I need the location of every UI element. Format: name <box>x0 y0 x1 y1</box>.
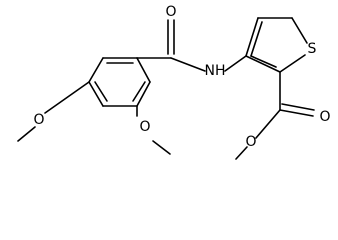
ester-group <box>235 71 315 160</box>
bond-ar-para-o <box>44 81 90 114</box>
bond-th-1 <box>245 17 259 57</box>
bond-carbonyl-nh <box>170 57 206 72</box>
thiophene-ring <box>245 17 308 73</box>
bond-para-o-methyl <box>17 126 36 142</box>
bond-ester-co-1 <box>279 109 314 117</box>
bond-ester-o <box>255 109 281 139</box>
bond-ar-5 <box>88 81 104 107</box>
atom-ester-ether-oxygen: O <box>245 134 256 150</box>
para-methoxy-group <box>17 81 90 142</box>
atom-sulfur: S <box>308 41 317 57</box>
bond-nh-thiophene <box>224 55 247 72</box>
bond-ortho-o-methyl <box>152 140 171 155</box>
ortho-methoxy-group <box>136 105 171 155</box>
bond-th-4 <box>279 54 306 73</box>
bond-ar-6 <box>88 57 104 83</box>
bond-th-5-inner <box>250 55 277 68</box>
bond-th-5 <box>245 55 281 73</box>
bond-ester-co-2 <box>281 103 315 111</box>
bond-ar-5-inner <box>94 81 108 102</box>
molecule-svg: O NH S O O O O <box>17 4 331 160</box>
atom-labels: O NH S O O O O <box>33 4 330 150</box>
molecule-diagram: O NH S O O O O <box>17 4 331 160</box>
atom-ester-carbonyl-oxygen: O <box>319 109 330 125</box>
amide-group <box>136 19 247 72</box>
bond-ar-2 <box>136 57 151 83</box>
benzene-ring <box>88 57 151 107</box>
atom-amide-oxygen: O <box>165 4 176 20</box>
bond-ar-3-inner <box>132 81 146 102</box>
atom-para-methoxy-oxygen: O <box>33 112 44 128</box>
bond-th-1-inner <box>250 21 263 57</box>
atom-nh: NH <box>205 63 226 79</box>
bond-th-3 <box>291 17 308 44</box>
bond-ar-3 <box>136 81 151 107</box>
bond-ester-methyl <box>235 146 248 160</box>
atom-ortho-methoxy-oxygen: O <box>139 119 150 135</box>
